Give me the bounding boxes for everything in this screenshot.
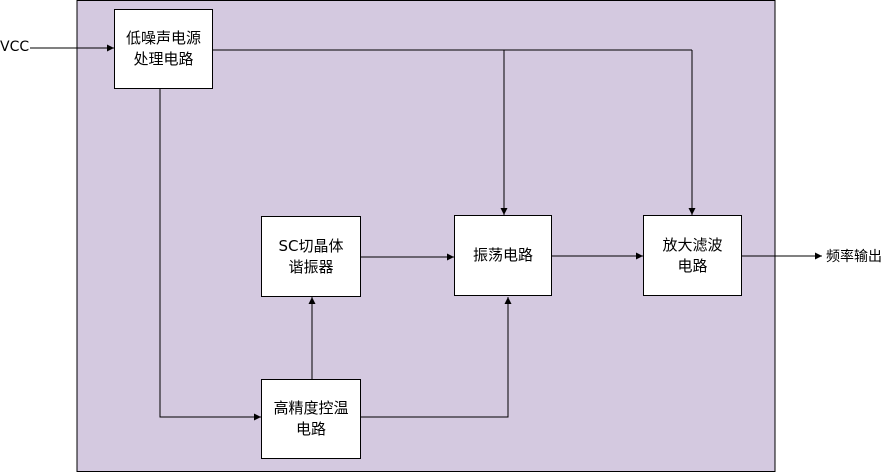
temp-control-to-oscillator-arrow bbox=[361, 297, 512, 418]
amplifier-filter-block: 放大滤波 电路 bbox=[643, 215, 742, 296]
vcc-label: VCC bbox=[0, 39, 30, 55]
oscillator-block: 振荡电路 bbox=[454, 215, 552, 296]
frequency-output-label: 频率输出 bbox=[826, 249, 882, 265]
sc-crystal-resonator-block: SC切晶体 谐振器 bbox=[261, 216, 361, 297]
temperature-control-block: 高精度控温 电路 bbox=[261, 379, 361, 459]
power-processing-block: 低噪声电源 处理电路 bbox=[114, 9, 213, 89]
power-to-temp-control-arrow bbox=[159, 89, 261, 421]
